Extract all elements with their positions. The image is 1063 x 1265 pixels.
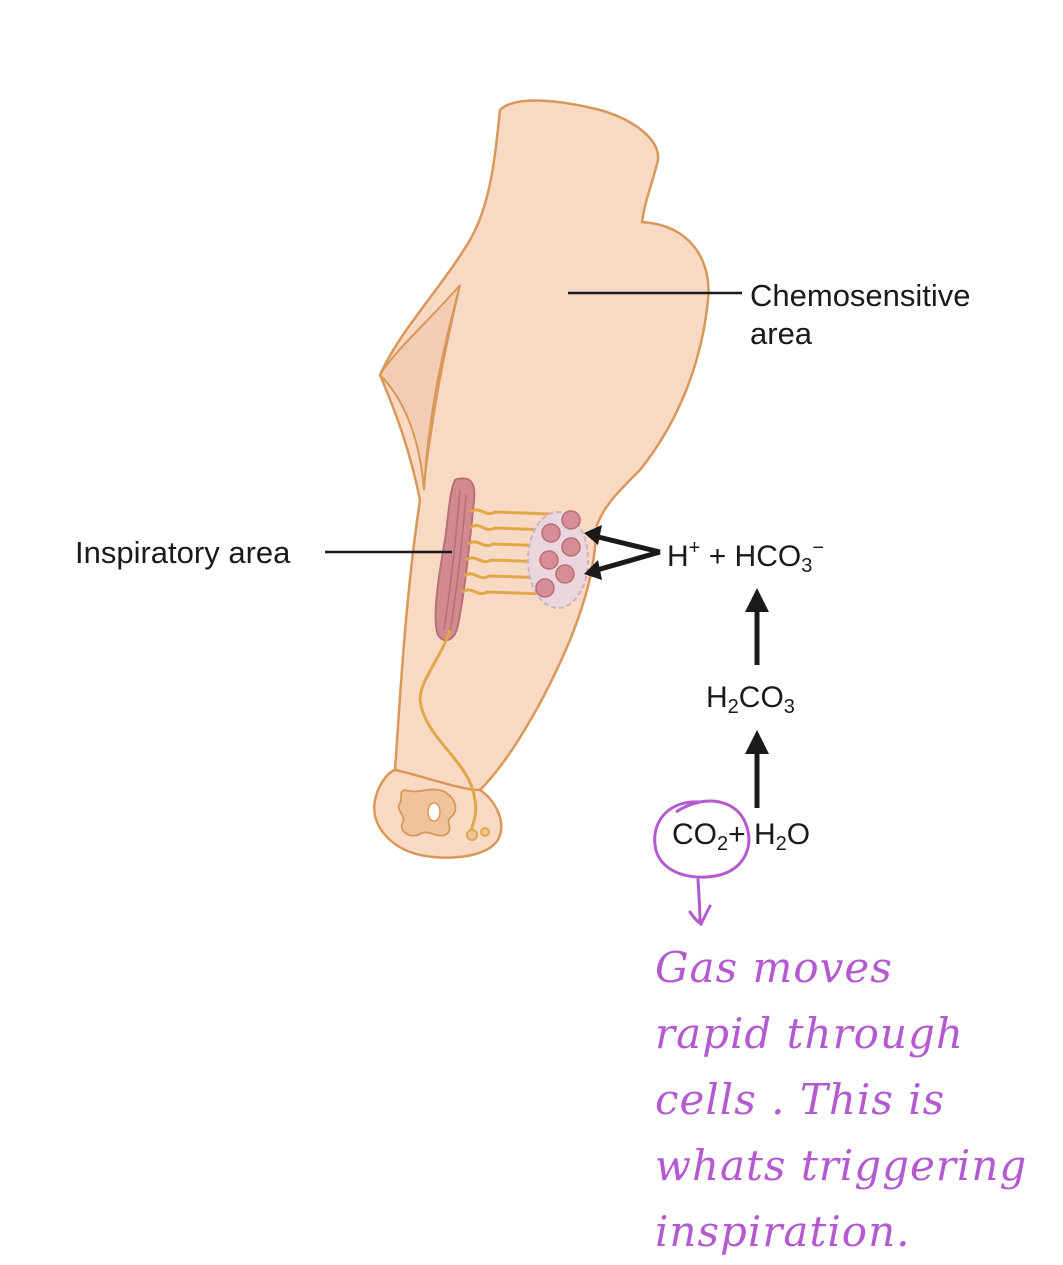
descending-axon (418, 629, 478, 836)
eq-plus-h: + H (728, 818, 776, 851)
central-canal (427, 802, 441, 822)
eq-hco3-sub: 3 (801, 555, 813, 577)
connecting-fibers (461, 508, 551, 596)
equation-co2-h2o: CO2+ H2O (672, 818, 811, 855)
equation-h-hco3: H+ + HCO3− (667, 538, 824, 576)
eq-h2co3-sub3: 3 (783, 696, 795, 718)
eq-h2co3-co: CO (738, 681, 784, 714)
eq-plus-hco: + HCO (700, 540, 802, 573)
annotation-line-4: whats triggering (655, 1141, 1028, 1190)
eq-co2-sub2: 2 (717, 833, 729, 855)
handwritten-co2-circle (653, 799, 751, 879)
cerebellar-peduncle-flap (378, 284, 461, 491)
eq-h-plus-sup: + (688, 537, 701, 559)
eq-h2co3-sub2: 2 (727, 696, 739, 718)
eq-hco3-minus: − (812, 537, 825, 559)
chemoreceptor-cells (535, 510, 581, 598)
eq-h2co3-h: H (706, 681, 728, 714)
handwritten-down-arrow (688, 878, 712, 927)
annotation-line-5: inspiration. (655, 1207, 911, 1256)
brainstem-illustration (325, 99, 769, 927)
diagram-canvas: Chemosensitive area Inspiratory area H+ … (75, 99, 1026, 1256)
chemosensitive-label-line2: area (750, 316, 813, 351)
h-ion-arrow-lower (589, 549, 661, 575)
flap-inner-line (423, 284, 461, 491)
annotation-line-2: rapid through (655, 1009, 964, 1058)
equation-h2co3: H2CO3 (706, 681, 795, 718)
inspiratory-area-label: Inspiratory area (75, 535, 291, 570)
spinal-grey-matter (397, 788, 457, 837)
handwritten-annotation: Gas moves rapid through cells . This is … (655, 935, 1027, 1265)
eq-co2-co: CO (672, 818, 717, 851)
chemosensitive-label-line1: Chemosensitive (750, 278, 971, 313)
annotation-line-1: Gas moves (655, 943, 893, 992)
eq-h: H (667, 540, 689, 573)
axon-terminal (466, 829, 478, 841)
annotation-line-3: cells . This is (655, 1075, 946, 1124)
eq-h2o-sub2: 2 (775, 833, 787, 855)
eq-h2o-o: O (786, 818, 811, 851)
h-ion-arrow-upper (589, 532, 661, 555)
